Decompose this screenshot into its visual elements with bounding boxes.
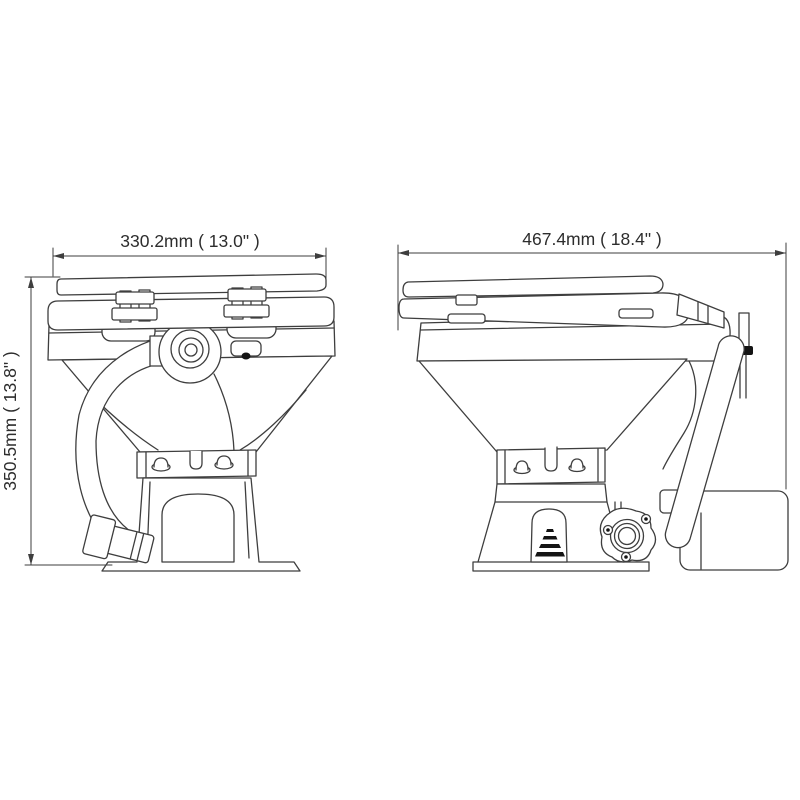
front-width-label: 330.2mm ( 13.0" ) bbox=[120, 231, 259, 251]
hinge-top-block bbox=[115, 291, 155, 305]
front-fitting-rings bbox=[129, 532, 145, 561]
side-hinge-cover bbox=[676, 293, 725, 329]
side-bolt-dome-left bbox=[515, 460, 529, 471]
front-hose-outlet-fitting bbox=[82, 514, 155, 564]
side-pedestal-top-notches bbox=[504, 448, 599, 484]
front-hinge-post-left bbox=[111, 289, 158, 323]
arrowhead-bottom bbox=[28, 554, 34, 565]
hinge-top-block bbox=[227, 288, 267, 302]
flange-bolt-center bbox=[644, 517, 648, 521]
hinge-clamp-band bbox=[111, 307, 158, 321]
front-bowl-crease-right bbox=[239, 389, 307, 451]
side-bolt-dome-right bbox=[570, 458, 584, 469]
side-hinge-cover-hatch bbox=[697, 301, 709, 325]
front-seat bbox=[47, 296, 335, 331]
front-elbow-bore bbox=[184, 343, 198, 357]
arrowhead-left bbox=[53, 253, 64, 259]
front-pedestal-arch bbox=[161, 493, 235, 563]
flange-bolt-center bbox=[606, 528, 610, 532]
arrowhead-left bbox=[398, 250, 409, 256]
hinge-clamp-band bbox=[223, 304, 270, 318]
front-bolt-dome-right bbox=[216, 455, 232, 466]
side-discharge-hose bbox=[664, 335, 745, 549]
discharge-flange-bore bbox=[617, 526, 637, 546]
front-fitting-collar bbox=[82, 514, 117, 560]
hinge-prong bbox=[138, 289, 151, 322]
front-bowl-crease-center bbox=[213, 373, 235, 452]
side-bowl-body bbox=[418, 358, 688, 453]
side-bowl-back-edge bbox=[662, 360, 697, 470]
arrowhead-right bbox=[775, 250, 786, 256]
side-depth-dimension: 467.4mm ( 18.4" ) bbox=[397, 229, 787, 256]
side-lid bbox=[402, 275, 664, 298]
side-seat-bumper-left bbox=[447, 313, 486, 324]
hinge-prong bbox=[231, 287, 244, 320]
arrowhead-top bbox=[28, 277, 34, 288]
front-pedestal-center-slot bbox=[189, 450, 203, 470]
front-pedestal-top-notches bbox=[145, 450, 249, 478]
front-bolt-dome-left bbox=[153, 457, 169, 468]
flange-bolt-center bbox=[624, 555, 628, 559]
front-view bbox=[47, 273, 336, 572]
side-pedestal-center-slot bbox=[544, 446, 558, 472]
side-seat-bumper-right bbox=[618, 308, 654, 319]
brand-triangle-mark bbox=[535, 529, 565, 557]
side-lid-tab bbox=[455, 294, 478, 306]
height-label: 350.5mm ( 13.8" ) bbox=[0, 351, 20, 490]
front-width-dimension: 330.2mm ( 13.0" ) bbox=[52, 231, 327, 259]
height-dimension: 350.5mm ( 13.8" ) bbox=[0, 276, 34, 566]
dimension-annotations: 330.2mm ( 13.0" ) 467.4mm ( 18.4" ) 350.… bbox=[0, 229, 787, 566]
front-hinge-post-right bbox=[223, 286, 270, 320]
side-depth-label: 467.4mm ( 18.4" ) bbox=[522, 229, 661, 249]
front-screw-head bbox=[241, 352, 251, 360]
side-view bbox=[398, 275, 789, 572]
side-pedestal-hump bbox=[530, 508, 568, 563]
hinge-prong bbox=[250, 286, 263, 319]
hinge-prong bbox=[119, 290, 132, 323]
arrowhead-right bbox=[315, 253, 326, 259]
front-lid bbox=[56, 273, 327, 296]
